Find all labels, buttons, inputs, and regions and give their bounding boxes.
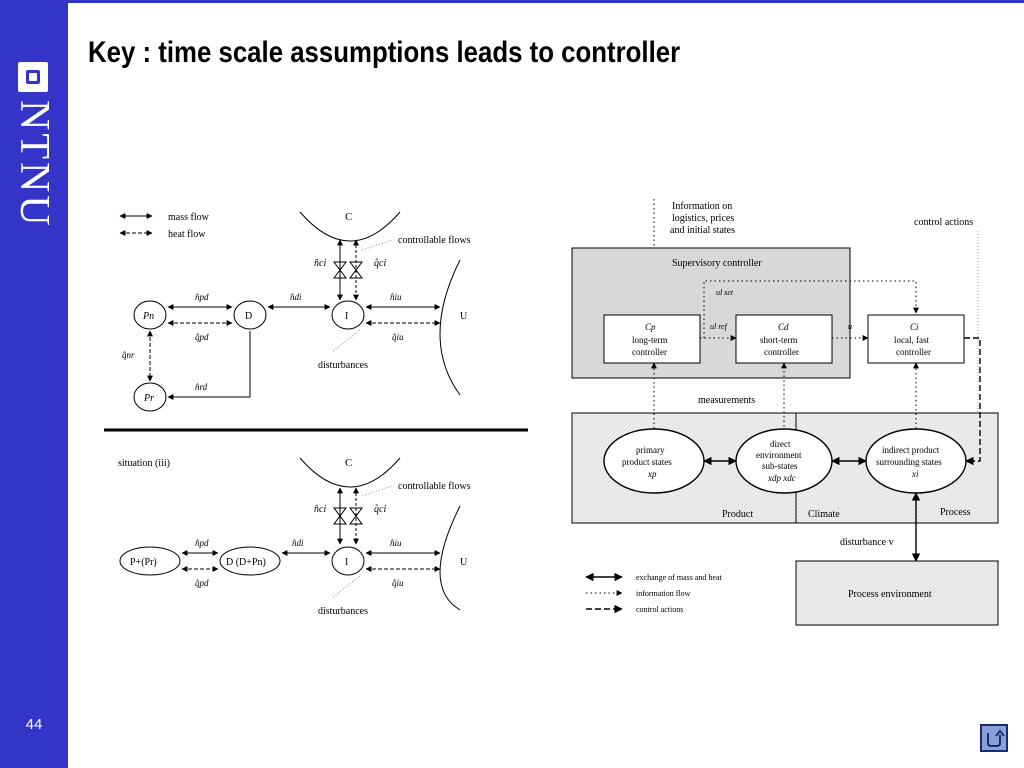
cp-line-2: controller	[632, 347, 667, 357]
slide-title: Key : time scale assumptions leads to co…	[88, 36, 681, 69]
ci-line-1: local, fast	[894, 335, 929, 345]
legend-information: information flow	[636, 589, 691, 598]
flow-q-nr: q̂nr	[122, 350, 135, 360]
cp-line-1: long-term	[632, 335, 668, 345]
indirect-line-1: indirect product	[882, 445, 940, 455]
flow-q-ci: q̂ci	[374, 258, 386, 269]
flow-n-ci: n̂ci	[314, 258, 326, 269]
flow-n-rd: n̂rd	[195, 382, 208, 392]
u-ref-label: ul ref	[710, 322, 729, 331]
label-product: Product	[722, 509, 753, 520]
primary-line-2: product states	[622, 457, 672, 467]
indirect-line-2: surrounding states	[876, 457, 942, 467]
legend-control: control actions	[636, 605, 683, 614]
label-process: Process	[940, 507, 971, 518]
ci-line-2: controller	[896, 347, 931, 357]
flow-n-pd: n̂pd	[195, 292, 209, 302]
sidebar: NTNU 44	[0, 0, 68, 768]
top-rule	[68, 0, 1024, 3]
label-situation: situation (iii)	[118, 458, 170, 469]
primary-line-1: primary	[636, 445, 665, 455]
cp-controller	[603, 314, 701, 364]
direct-line-3: sub-states	[762, 461, 798, 471]
process-environment-box	[795, 560, 999, 626]
node-d-dpn: D (D+Pn)	[226, 557, 266, 568]
node-u: U	[460, 311, 468, 322]
page-number: 44	[25, 716, 43, 733]
indirect-var: xi	[911, 469, 919, 479]
control-legend: exchange of mass and heat information fl…	[585, 572, 723, 614]
direct-vars: xdp xdc	[767, 473, 796, 483]
info-line-1: Information on	[672, 201, 732, 212]
legend-exchange: exchange of mass and heat	[636, 573, 723, 582]
legend-mass-flow: mass flow	[168, 212, 210, 223]
u-label: u	[848, 322, 852, 331]
node-i: I	[345, 311, 348, 322]
label-disturbances: disturbances	[318, 360, 368, 371]
return-button[interactable]	[980, 724, 1008, 752]
node-d: D	[245, 311, 252, 322]
flow-q-iu-2: q̂iu	[392, 578, 404, 588]
flow-n-di-2: n̂di	[292, 538, 304, 548]
node-c: C	[345, 211, 352, 223]
flow-q-ci-2: q̂ci	[374, 504, 386, 515]
info-line-2: logistics, prices	[672, 213, 734, 224]
info-line-3: and initial states	[670, 225, 735, 236]
u-set-label: ul set	[716, 288, 734, 297]
label-controllable-flows-2: controllable flows	[398, 481, 471, 492]
label-measurements: measurements	[698, 395, 755, 406]
node-u-2: U	[460, 557, 468, 568]
label-disturbance: disturbance v	[840, 537, 894, 548]
label-control-actions: control actions	[914, 217, 973, 228]
flow-q-pd: q̂pd	[195, 332, 209, 342]
direct-line-1: direct	[770, 439, 791, 449]
direct-line-2: environment	[756, 450, 802, 460]
legend-heat-flow: heat flow	[168, 229, 206, 240]
flow-legend: mass flow heat flow	[119, 212, 210, 240]
node-p-pr: P+(Pr)	[130, 557, 157, 568]
node-i-2: I	[345, 557, 348, 568]
cd-line-2: controller	[764, 347, 799, 357]
flow-n-iu-2: n̂iu	[390, 538, 402, 548]
node-c-2: C	[345, 457, 352, 469]
control-diagram: Information on logistics, prices and ini…	[571, 199, 999, 626]
node-pr: Pr	[143, 393, 154, 404]
return-icon	[987, 729, 1005, 747]
flow-n-pd-2: n̂pd	[195, 538, 209, 548]
supervisory-label: Supervisory controller	[672, 258, 762, 269]
label-process-environment: Process environment	[848, 589, 932, 600]
flow-n-ci-2: n̂ci	[314, 504, 326, 515]
cd-name: Cd	[778, 322, 789, 332]
flow-diagram: mass flow heat flow C n̂ci q̂ci controll…	[104, 211, 528, 617]
cp-name: Cp	[645, 322, 656, 332]
flow-q-pd-2: q̂pd	[195, 578, 209, 588]
label-controllable-flows: controllable flows	[398, 235, 471, 246]
cd-line-1: short-term	[760, 335, 798, 345]
ci-controller	[867, 314, 965, 364]
flow-q-iu: q̂iu	[392, 332, 404, 342]
label-climate: Climate	[808, 509, 840, 520]
ntnu-logo-text: NTNU	[11, 100, 57, 229]
flow-diagram-top: C n̂ci q̂ci controllable flows Pn D I U …	[122, 211, 471, 412]
primary-var: xp	[647, 469, 657, 479]
flow-diagram-bottom: situation (iii) C n̂ci q̂ci controllable…	[118, 457, 471, 617]
ntnu-logo-icon	[18, 62, 48, 92]
flow-n-iu: n̂iu	[390, 292, 402, 302]
label-disturbances-2: disturbances	[318, 606, 368, 617]
ci-name: Ci	[910, 322, 919, 332]
node-pn: Pn	[142, 311, 154, 322]
flow-n-di: n̂di	[290, 292, 302, 302]
